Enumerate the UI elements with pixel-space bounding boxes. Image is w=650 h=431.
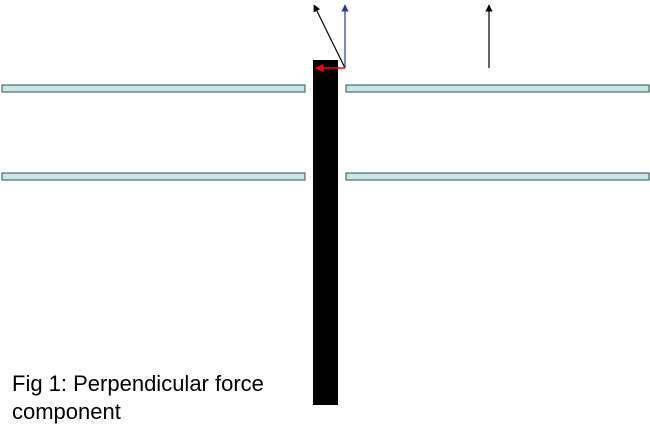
- vertical-pole: [313, 60, 338, 405]
- caption-line-2: component: [12, 399, 121, 424]
- lower-right-plate: [345, 172, 650, 181]
- upper-right-plate: [345, 84, 650, 93]
- arrow-up-left-icon: [313, 4, 346, 69]
- lower-left-plate: [1, 172, 306, 181]
- upper-left-plate: [1, 84, 306, 93]
- figure-caption: Fig 1: Perpendicular force component: [12, 370, 264, 426]
- caption-line-1: Fig 1: Perpendicular force: [12, 371, 264, 396]
